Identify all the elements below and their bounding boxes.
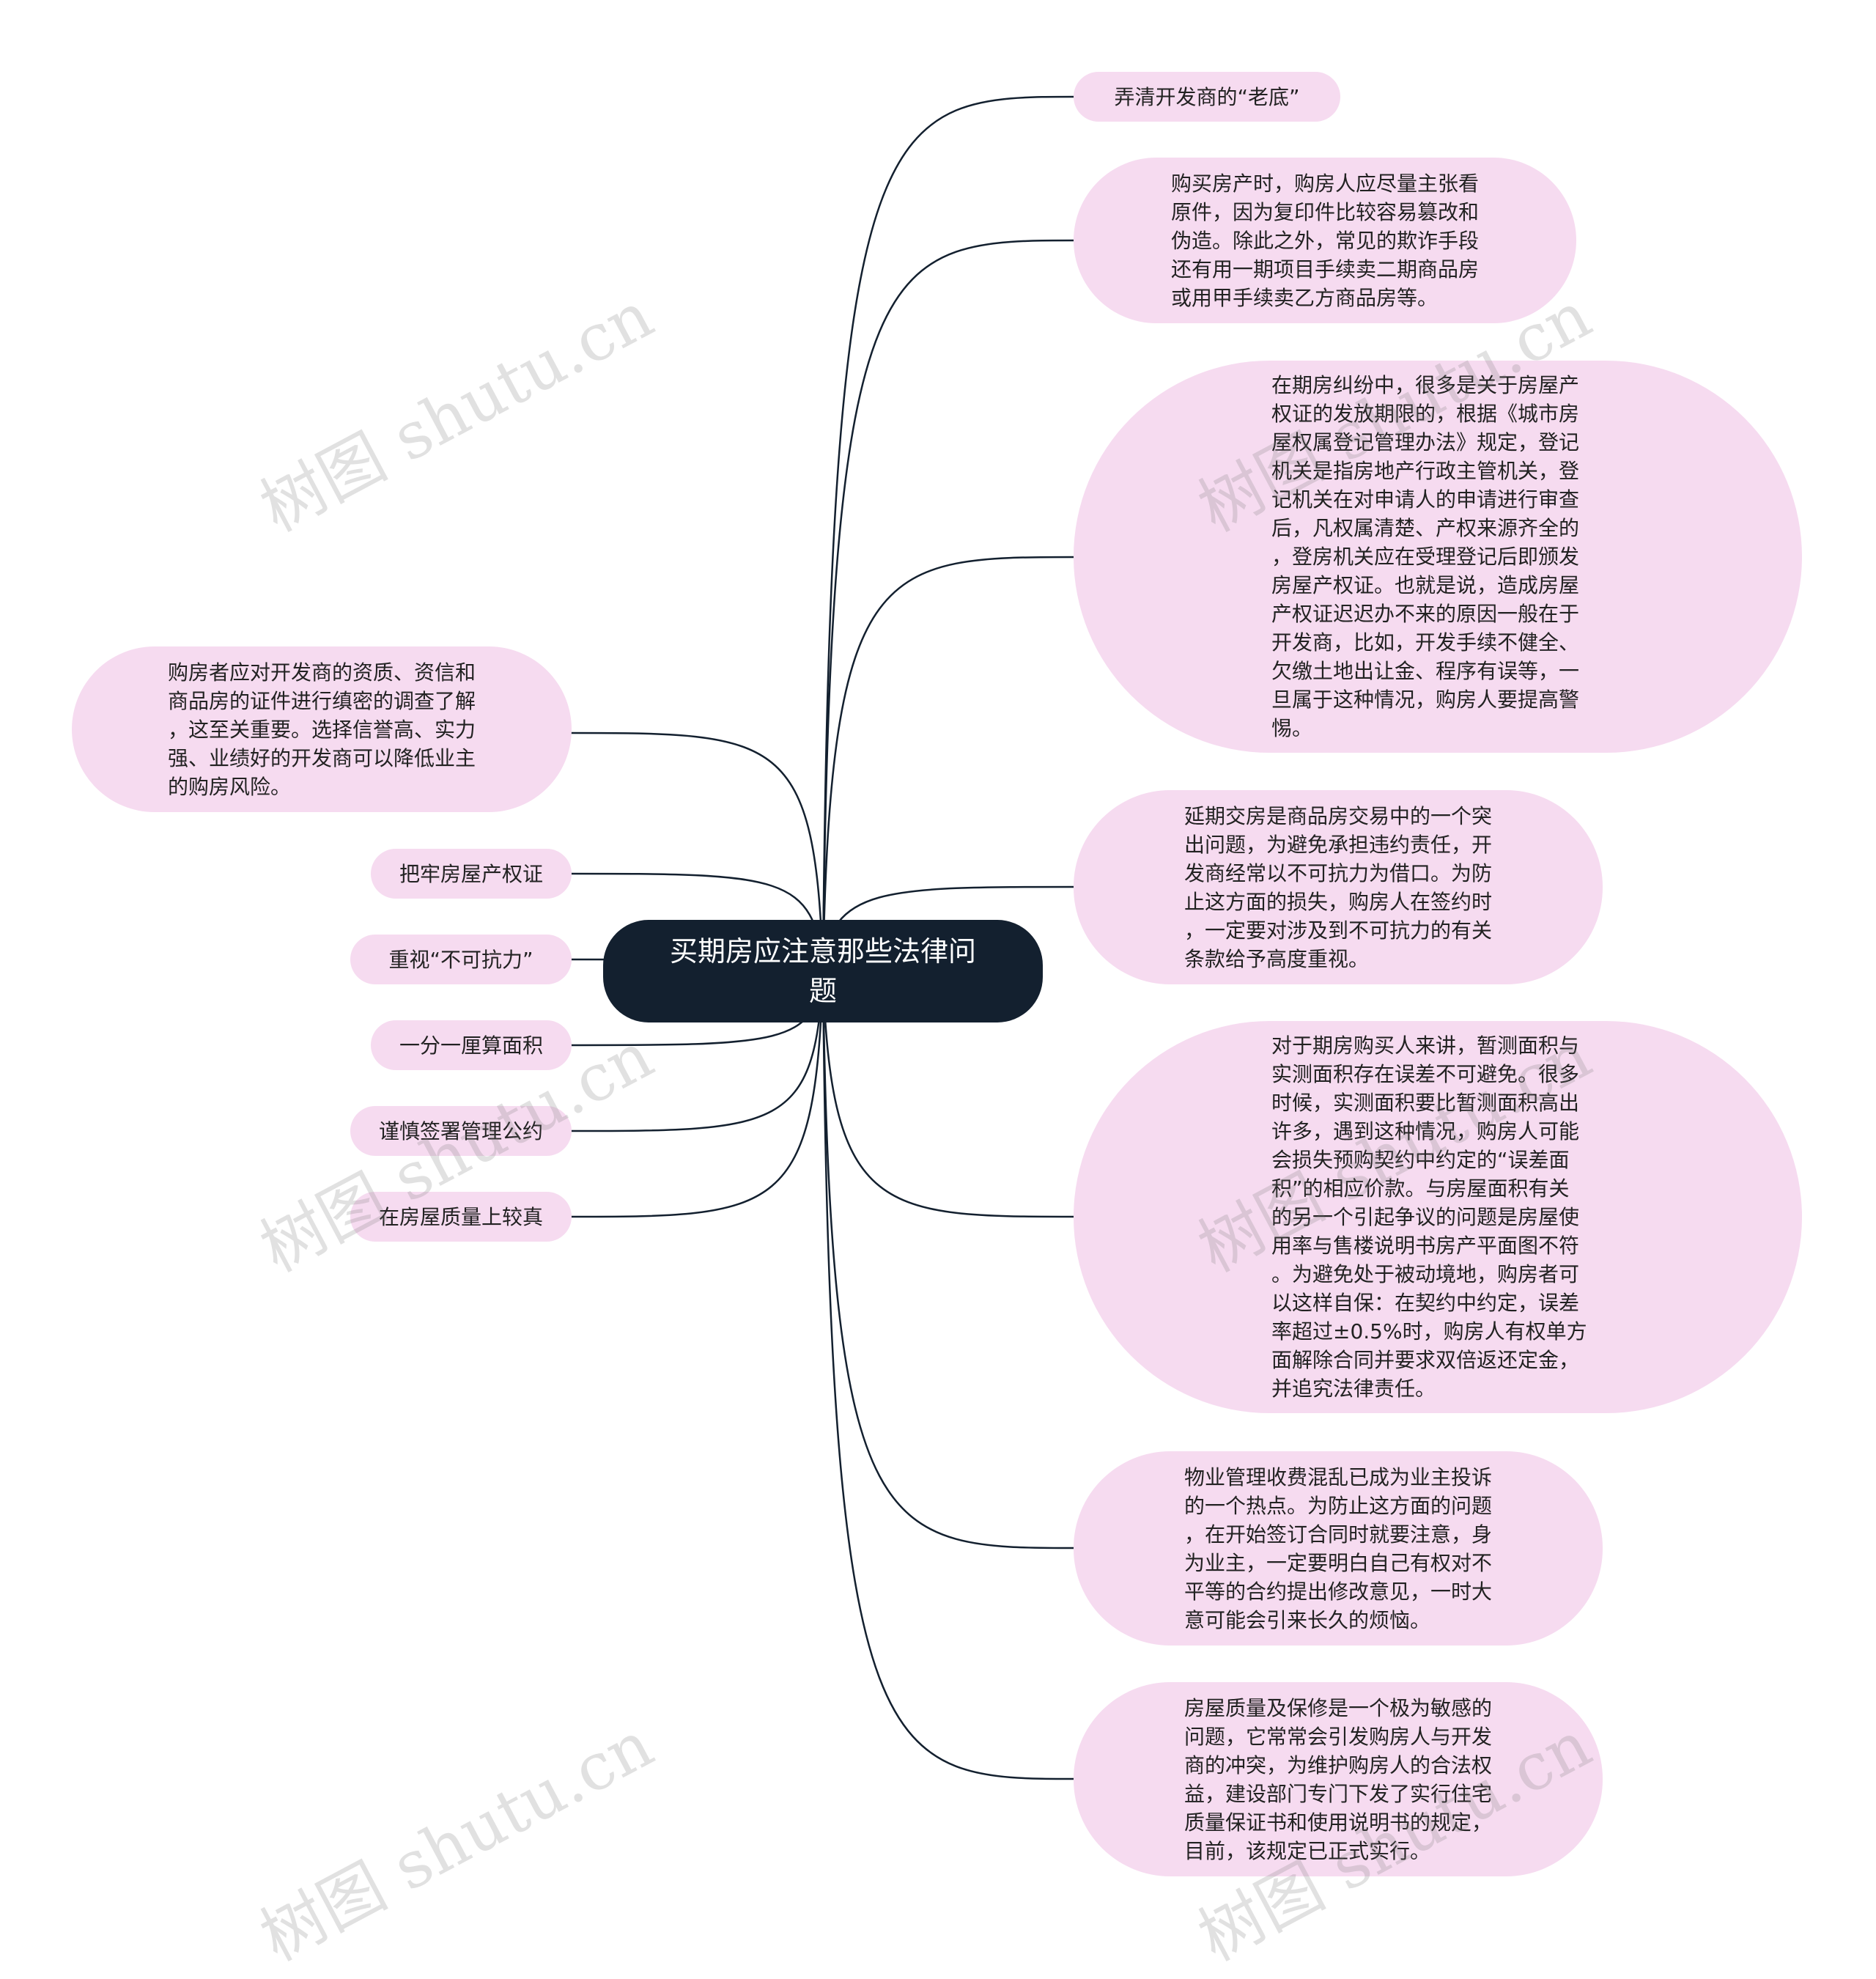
node-label: 谨慎签署管理公约	[378, 1119, 543, 1143]
node-calculate-area[interactable]: 一分一厘算面积	[371, 1020, 572, 1070]
node-original-documents[interactable]: 购买房产时，购房人应尽量主张看 原件，因为复印件比较容易篡改和 伪造。除此之外，…	[1074, 158, 1576, 323]
node-label: 重视“不可抗力”	[388, 947, 533, 972]
node-label: 物业管理收费混乱已成为业主投诉 的一个热点。为防止这方面的问题 ，在开始签订合同…	[1183, 1464, 1492, 1632]
node-property-certificate-detail[interactable]: 在期房纠纷中，很多是关于房屋产 权证的发放期限的，根据《城市房 屋权属登记管理办…	[1074, 361, 1802, 753]
root-topic[interactable]: 买期房应注意那些法律问 题	[603, 920, 1043, 1022]
node-label: 把牢房屋产权证	[399, 861, 543, 886]
node-label: 房屋质量及保修是一个极为敏感的 问题，它常常会引发购房人与开发 商的冲突，为维护…	[1183, 1695, 1492, 1863]
node-management-convention[interactable]: 谨慎签署管理公约	[350, 1106, 572, 1156]
connector-line	[567, 970, 824, 1132]
node-label: 在房屋质量上较真	[378, 1204, 543, 1229]
node-label: 购房者应对开发商的资质、资信和 商品房的证件进行缜密的调查了解 ，这至关重要。选…	[167, 660, 476, 799]
connector-line	[567, 731, 824, 972]
connector-line	[821, 556, 1078, 972]
node-property-management-detail[interactable]: 物业管理收费混乱已成为业主投诉 的一个热点。为防止这方面的问题 ，在开始签订合同…	[1074, 1451, 1603, 1646]
node-developer-investigation[interactable]: 购房者应对开发商的资质、资信和 商品房的证件进行缜密的调查了解 ，这至关重要。选…	[72, 646, 572, 812]
connector-line	[821, 970, 1078, 1218]
connector-line	[821, 95, 1078, 972]
node-house-quality[interactable]: 在房屋质量上较真	[350, 1192, 572, 1242]
connector-line	[567, 970, 824, 1218]
node-label: 在期房纠纷中，很多是关于房屋产 权证的发放期限的，根据《城市房 屋权属登记管理办…	[1271, 373, 1580, 740]
node-label: 购买房产时，购房人应尽量主张看 原件，因为复印件比较容易篡改和 伪造。除此之外，…	[1170, 171, 1479, 310]
node-label: 延期交房是商品房交易中的一个突 出问题，为避免承担违约责任，开 发商经常以不可抗…	[1183, 803, 1492, 971]
node-house-quality-detail[interactable]: 房屋质量及保修是一个极为敏感的 问题，它常常会引发购房人与开发 商的冲突，为维护…	[1074, 1682, 1603, 1876]
node-label: 对于期房购买人来讲，暂测面积与 实测面积存在误差不可避免。很多 时候，实测面积要…	[1271, 1033, 1587, 1401]
connector-line	[821, 970, 1078, 1780]
connector-line	[821, 970, 1078, 1549]
node-force-majeure[interactable]: 重视“不可抗力”	[350, 935, 572, 984]
node-delayed-delivery-detail[interactable]: 延期交房是商品房交易中的一个突 出问题，为避免承担违约责任，开 发商经常以不可抗…	[1074, 790, 1603, 984]
node-area-detail[interactable]: 对于期房购买人来讲，暂测面积与 实测面积存在误差不可避免。很多 时候，实测面积要…	[1074, 1021, 1802, 1413]
root-topic-label: 买期房应注意那些法律问 题	[669, 935, 976, 1007]
connector-line	[821, 239, 1078, 972]
node-label: 弄清开发商的“老底”	[1114, 84, 1300, 109]
node-developer-background[interactable]: 弄清开发商的“老底”	[1074, 72, 1340, 122]
node-label: 一分一厘算面积	[399, 1033, 543, 1058]
node-secure-property-certificate[interactable]: 把牢房屋产权证	[371, 849, 572, 899]
